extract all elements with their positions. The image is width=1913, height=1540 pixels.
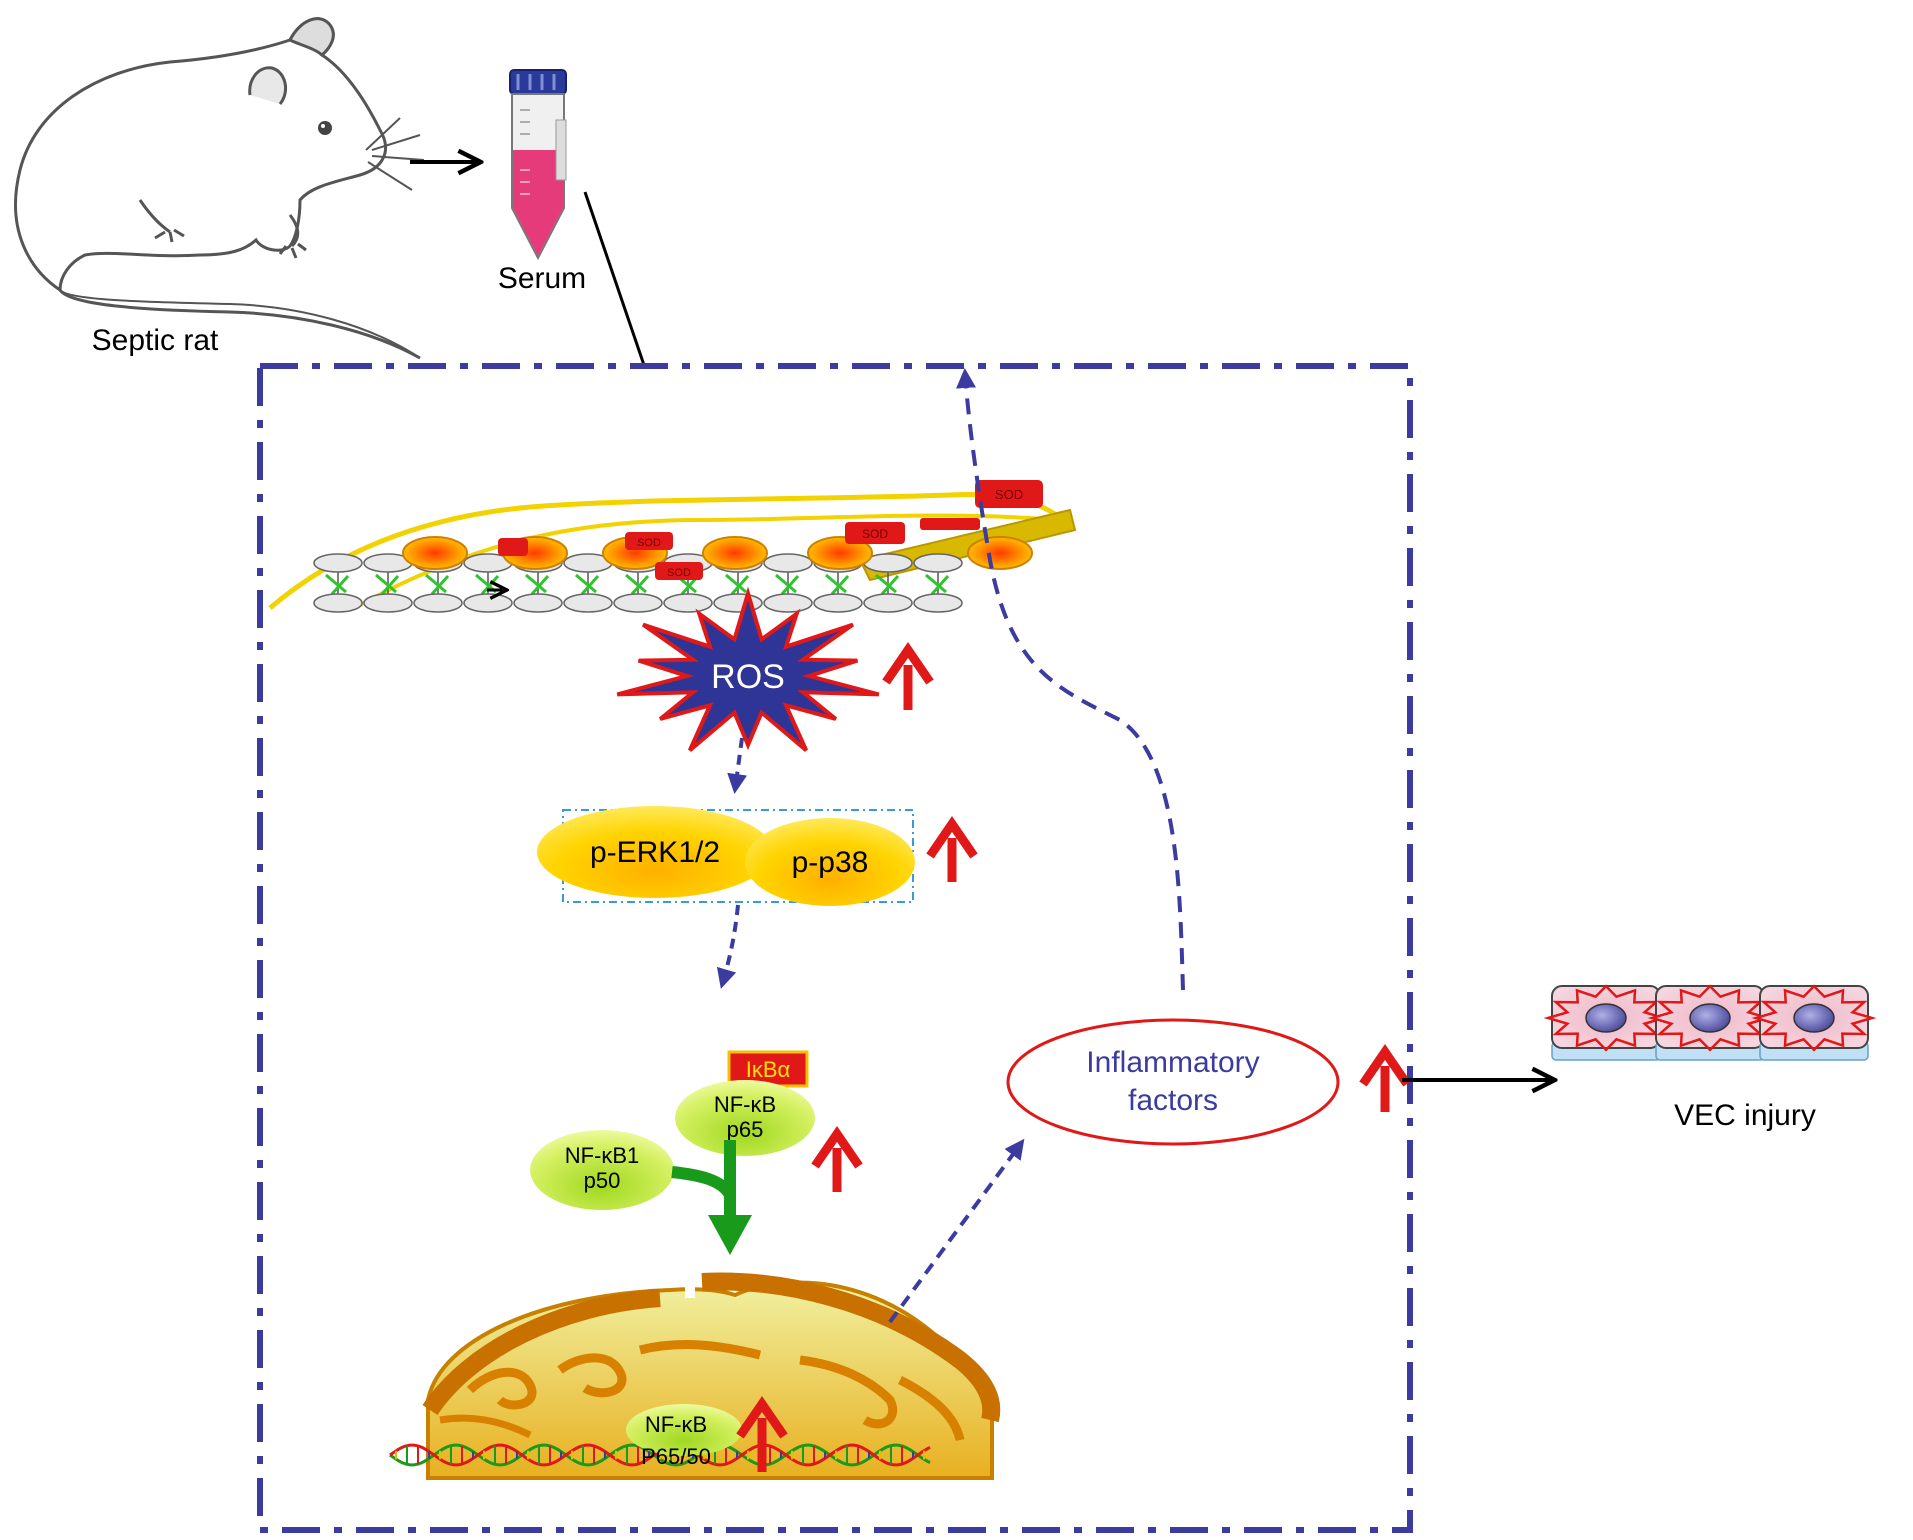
vec-injury-label: VEC injury (1674, 1099, 1816, 1132)
nfkb1-p50-label-line1: NF-κB1 (565, 1143, 640, 1168)
nucleus-nfkb-oval (626, 1404, 742, 1456)
feedback-dashed-arrow (956, 368, 1185, 991)
p-p38-label: p-p38 (792, 846, 869, 879)
nfkb-p65-label-line1: NF-κB (714, 1092, 776, 1117)
septic-rat-label: Septic rat (92, 324, 219, 357)
vec-cell-icon (1543, 984, 1877, 1061)
inflammatory-up-arrow (1359, 1044, 1411, 1112)
mapk-to-nfkb-arrow (716, 904, 740, 989)
nfkb1-p50-label-line2: p50 (584, 1168, 621, 1193)
svg-text:SOD: SOD (995, 487, 1023, 502)
ros-up-arrow (882, 642, 934, 710)
inflammatory-factors-ellipse (1006, 1018, 1340, 1146)
svg-text:IκBα: IκBα (746, 1057, 791, 1082)
cell-membrane-illustration: SOD SOD SOD SOD (268, 480, 1077, 613)
p-erk-label: p-ERK1/2 (590, 836, 720, 869)
ros-to-mapk-arrow (727, 737, 748, 794)
svg-text:SOD: SOD (667, 567, 691, 579)
nfkb1-p50-oval (530, 1130, 674, 1210)
nucleus-illustration (422, 1272, 1001, 1480)
ros-label: ROS (711, 658, 785, 696)
nucleus-up-arrow (736, 1396, 788, 1472)
nfkb-p65-oval (675, 1080, 815, 1156)
inflammatory-label-line1: Inflammatory (1086, 1046, 1259, 1079)
rat-illustration (14, 17, 425, 360)
nfkb-up-arrow (811, 1126, 863, 1192)
serum-label: Serum (498, 262, 586, 295)
mapk-up-arrow (926, 816, 978, 882)
nucleus-nfkb-label-line1: NF-κB (645, 1412, 707, 1437)
svg-text:SOD: SOD (637, 537, 661, 549)
serum-tube-icon (509, 69, 567, 261)
serum-connector-line (583, 191, 647, 369)
nfkb-p65-label-line2: p65 (727, 1117, 764, 1142)
svg-text:SOD: SOD (862, 527, 888, 541)
p-erk-oval (537, 806, 773, 898)
p-p38-oval (745, 818, 915, 906)
dna-strand-icon (389, 1443, 931, 1467)
cell-frame (257, 363, 1413, 1533)
nucleus-to-inflammatory-arrow (888, 1138, 1025, 1324)
translocation-arrow (671, 1140, 752, 1255)
sod-markers: SOD SOD SOD SOD (498, 480, 1043, 580)
ros-starburst (616, 586, 880, 752)
inflammatory-label-line2: factors (1128, 1084, 1218, 1117)
nucleus-nfkb-label-line2: P65/50 (641, 1444, 711, 1469)
